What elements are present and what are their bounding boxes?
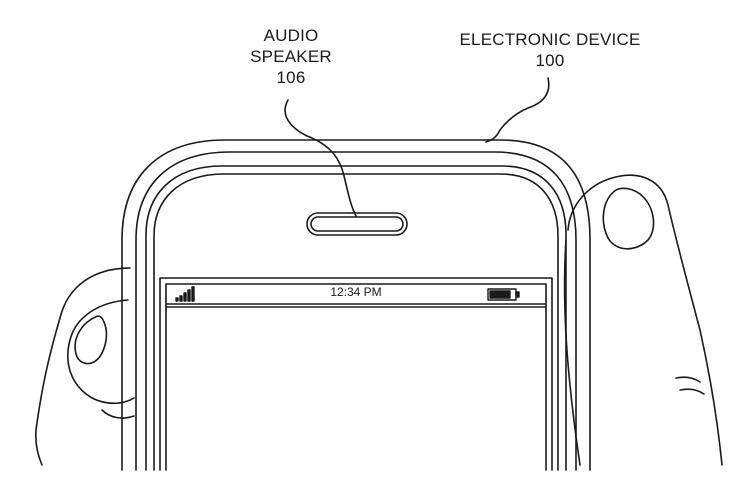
left-fingernail — [74, 315, 108, 365]
left-knuckle-line — [101, 409, 135, 419]
left-hand-outline — [35, 267, 131, 466]
electronic-device-label-line1: ELECTRONIC DEVICE — [459, 30, 641, 49]
device-outer-edge — [121, 139, 591, 471]
left-hand — [35, 267, 135, 466]
status-bar-time: 12:34 PM — [330, 285, 382, 299]
audio-speaker-label: AUDIO SPEAKER 106 — [236, 25, 346, 88]
electronic-device-leader-line — [485, 77, 550, 143]
audio-speaker-leader-line — [284, 99, 357, 217]
device-bezel-inner — [153, 173, 559, 471]
right-hand-inner — [563, 239, 581, 466]
right-thumbnail — [602, 187, 655, 250]
audio-speaker-slot-inner — [310, 216, 404, 232]
electronic-device-label: ELECTRONIC DEVICE 100 — [440, 29, 660, 71]
device-bezel-outer — [145, 165, 567, 471]
audio-speaker-slot — [306, 212, 408, 236]
audio-speaker-ref: 106 — [276, 68, 306, 87]
device-inner-edge — [135, 151, 577, 471]
signal-bars-icon — [175, 286, 195, 302]
right-knuckle-line-1 — [675, 376, 701, 383]
audio-speaker-label-line2: SPEAKER — [250, 47, 332, 66]
right-thumb-outline — [567, 174, 723, 466]
battery-icon — [487, 288, 520, 301]
left-finger-outline — [67, 299, 135, 405]
display-inner — [165, 283, 547, 471]
display-outer — [159, 277, 553, 471]
right-knuckle-line-2 — [679, 388, 705, 395]
audio-speaker-label-line1: AUDIO — [263, 26, 319, 45]
electronic-device — [121, 139, 591, 471]
electronic-device-ref: 100 — [535, 51, 565, 70]
